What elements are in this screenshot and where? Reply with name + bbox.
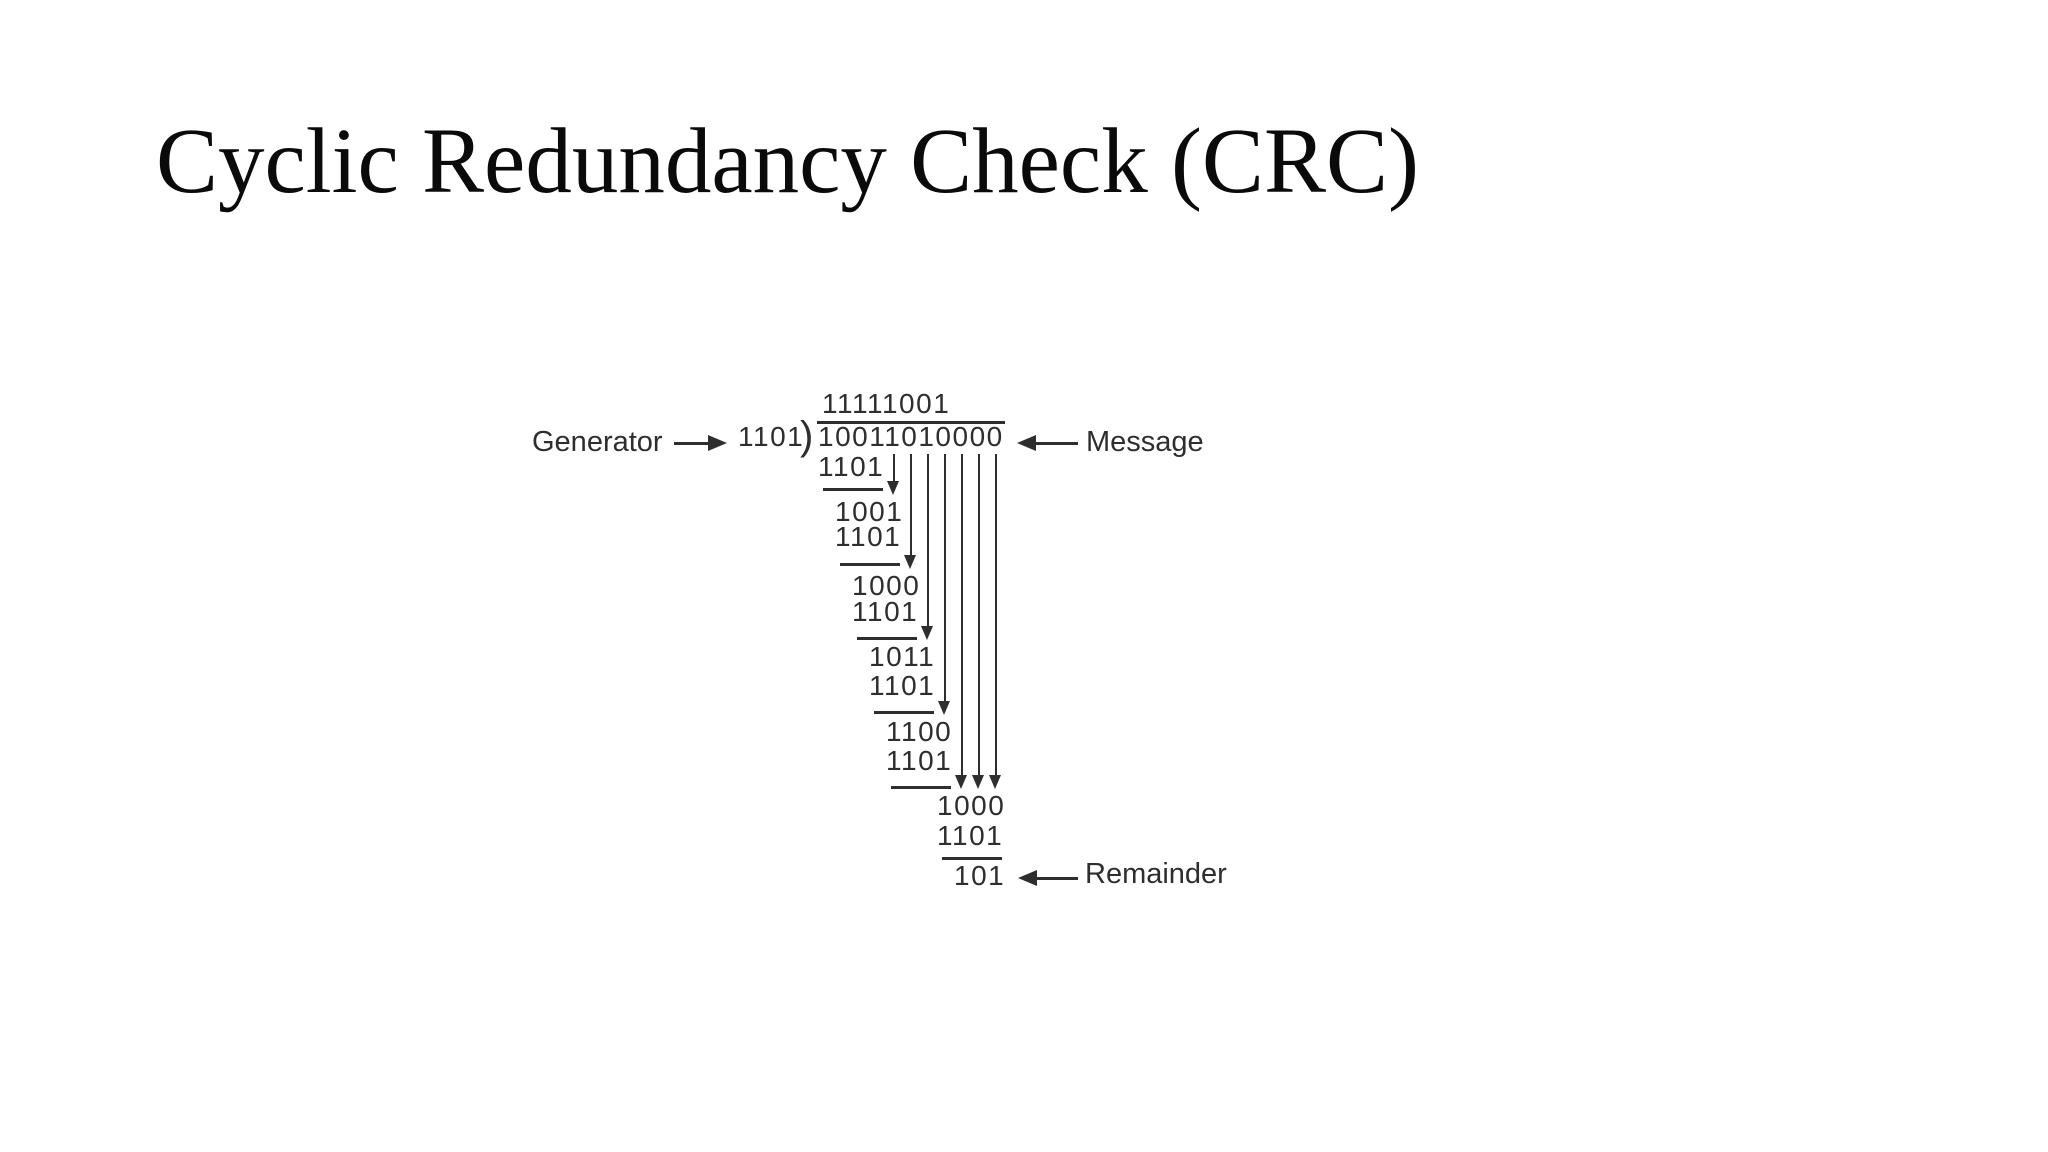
- division-step-value: 1001: [835, 496, 904, 527]
- bring-down-arrow-icon: [909, 454, 912, 555]
- division-step-value: 1101: [818, 451, 885, 482]
- quotient-value: 11111001: [822, 388, 951, 419]
- arrowhead-down-icon: [971, 775, 984, 789]
- division-step-value: 1011: [869, 641, 936, 672]
- division-step-value: 1101: [852, 596, 919, 627]
- bring-down-arrow-icon: [960, 454, 963, 775]
- arrowhead-left-icon: [1018, 870, 1037, 886]
- arrowhead-left-icon: [1017, 435, 1036, 451]
- division-step-value: 1000: [937, 790, 1006, 821]
- arrowhead-down-icon: [886, 481, 899, 495]
- subtraction-line: [874, 711, 934, 714]
- remainder-arrow-icon: [1018, 870, 1078, 886]
- arrow-shaft: [1036, 441, 1078, 445]
- division-step-value: 1101: [869, 670, 936, 701]
- subtraction-line: [823, 488, 883, 491]
- divisor-value: 1101: [738, 421, 805, 452]
- arrowhead-down-icon: [937, 701, 950, 715]
- arrowhead-down-icon: [988, 775, 1001, 789]
- generator-label: Generator: [532, 426, 663, 458]
- bring-down-arrow-icon: [892, 454, 895, 481]
- message-label: Message: [1086, 426, 1204, 458]
- division-step-value: 1000: [852, 570, 921, 601]
- slide-title: Cyclic Redundancy Check (CRC): [156, 110, 1419, 213]
- division-step-value: 1101: [835, 521, 902, 552]
- arrowhead-down-icon: [954, 775, 967, 789]
- subtraction-line: [942, 857, 1002, 860]
- dividend-value: 10011010000: [818, 421, 1004, 452]
- division-overbar: [817, 421, 1005, 424]
- bring-down-arrow-icon: [994, 454, 997, 775]
- subtraction-line: [857, 637, 917, 640]
- subtraction-line: [891, 786, 951, 789]
- bring-down-arrow-icon: [943, 454, 946, 701]
- generator-arrow-icon: [674, 435, 727, 451]
- arrowhead-right-icon: [708, 435, 727, 451]
- subtraction-line: [840, 563, 900, 566]
- division-step-value: 1101: [937, 820, 1004, 851]
- division-step-value: 1100: [886, 716, 953, 747]
- message-arrow-icon: [1017, 435, 1078, 451]
- arrowhead-down-icon: [903, 555, 916, 569]
- bring-down-arrow-icon: [926, 454, 929, 626]
- division-bracket: ): [800, 414, 814, 458]
- remainder-value: 101: [954, 860, 1006, 891]
- bring-down-arrow-icon: [977, 454, 980, 775]
- remainder-label: Remainder: [1085, 858, 1227, 890]
- arrowhead-down-icon: [920, 626, 933, 640]
- arrow-shaft: [674, 441, 708, 445]
- division-step-value: 1101: [886, 745, 953, 776]
- arrow-shaft: [1037, 876, 1078, 880]
